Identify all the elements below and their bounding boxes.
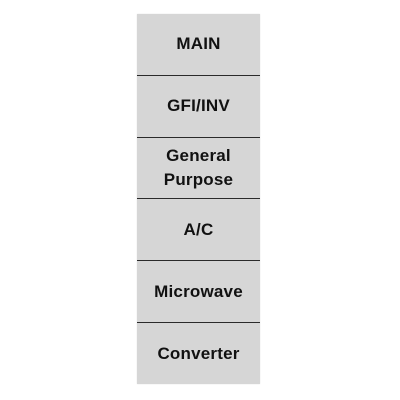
label-main: MAIN <box>176 34 221 54</box>
label-cell-microwave: Microwave <box>137 261 260 324</box>
label-gfi-inv: GFI/INV <box>167 96 230 116</box>
label-cell-ac: A/C <box>137 199 260 262</box>
breaker-label-strip: MAIN GFI/INV General Purpose A/C Microwa… <box>137 14 260 384</box>
label-microwave: Microwave <box>154 281 243 301</box>
label-general-purpose: General Purpose <box>163 146 234 190</box>
label-converter: Converter <box>157 343 240 363</box>
label-cell-gfi-inv: GFI/INV <box>137 76 260 138</box>
label-cell-converter: Converter <box>137 323 260 384</box>
label-cell-main: MAIN <box>137 14 260 76</box>
label-ac: A/C <box>183 219 214 239</box>
label-cell-general-purpose: General Purpose <box>137 138 260 200</box>
